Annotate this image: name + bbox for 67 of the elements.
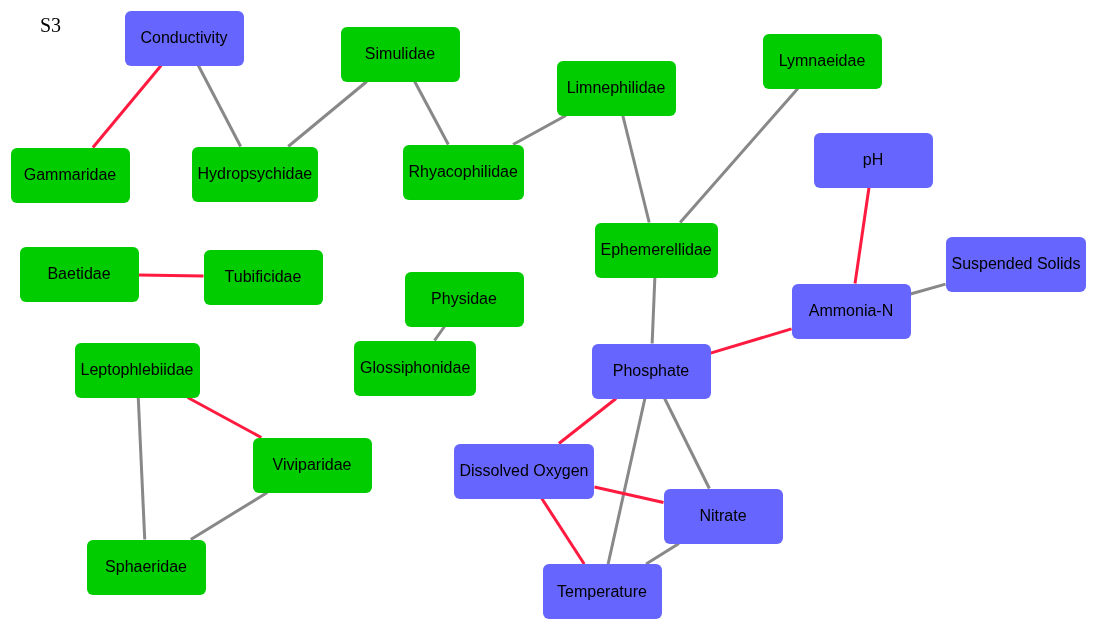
node-label: Temperature — [557, 582, 647, 601]
node-label: Rhyacophilidae — [408, 163, 518, 181]
node-box — [945, 236, 1087, 292]
node-box — [86, 539, 206, 595]
node-label: Ammonia-N — [808, 302, 894, 320]
connector-line — [663, 397, 711, 490]
connector-line — [413, 80, 450, 146]
connector-line — [287, 80, 368, 148]
node-box — [124, 10, 244, 66]
node-box — [663, 488, 783, 544]
connector-line — [910, 282, 946, 296]
panel-label: S3 — [40, 14, 62, 37]
node-label: Glossiphonidae — [360, 359, 471, 377]
connector-line — [189, 491, 269, 541]
node-box — [404, 271, 524, 327]
node-box — [354, 340, 477, 396]
node-box — [591, 343, 711, 399]
node-label: Dissolved Oxygen — [459, 462, 589, 480]
connector-line — [540, 497, 586, 565]
node-label: Suspended Solids — [951, 255, 1081, 273]
connector-line — [645, 542, 680, 566]
node-box — [191, 146, 319, 202]
connector-line — [710, 327, 792, 355]
node-label: Gammaridae — [23, 166, 117, 184]
node-label: Viviparidae — [272, 456, 352, 474]
node-box — [594, 222, 718, 278]
node-label: Nitrate — [699, 507, 747, 525]
connector-line — [186, 396, 263, 439]
node-label: Lymnaeidae — [778, 52, 866, 70]
node-label: Ephemerellidae — [600, 241, 712, 259]
connector-line — [679, 87, 799, 224]
connector-line — [650, 277, 657, 344]
node-label: Conductivity — [140, 29, 228, 47]
node-box — [813, 132, 933, 188]
node-box — [252, 437, 372, 493]
node-box — [19, 246, 139, 302]
connector-line — [606, 398, 647, 565]
node-label: Leptophlebiidae — [80, 361, 194, 379]
connector-line — [621, 115, 651, 223]
node-label: Physidae — [431, 290, 497, 308]
connector-line — [853, 187, 871, 284]
node-box — [340, 26, 460, 82]
node-label: pH — [862, 151, 884, 169]
node-box — [402, 144, 524, 200]
connector-line — [91, 64, 163, 149]
connector-line — [197, 64, 242, 148]
node-box — [762, 33, 882, 89]
node-box — [542, 564, 662, 619]
node-label: Limnephilidae — [566, 79, 666, 97]
node-label: Sphaeridae — [105, 558, 187, 576]
connector-line — [433, 325, 446, 342]
node-box — [74, 342, 200, 398]
node-label: Tubificidae — [224, 268, 302, 286]
connector-line — [594, 485, 664, 504]
node-label: Baetidae — [47, 265, 111, 283]
node-box — [453, 443, 595, 499]
connector-line — [138, 273, 204, 278]
connector-line — [512, 114, 567, 146]
node-label: Phosphate — [612, 362, 690, 380]
node-box — [10, 147, 130, 203]
node-label: Simulidae — [364, 45, 436, 63]
connector-line — [136, 397, 147, 540]
node-box — [556, 60, 676, 116]
node-label: Hydropsychidae — [197, 165, 313, 183]
node-box — [791, 283, 911, 339]
connector-line — [558, 397, 617, 445]
node-box — [203, 249, 323, 305]
